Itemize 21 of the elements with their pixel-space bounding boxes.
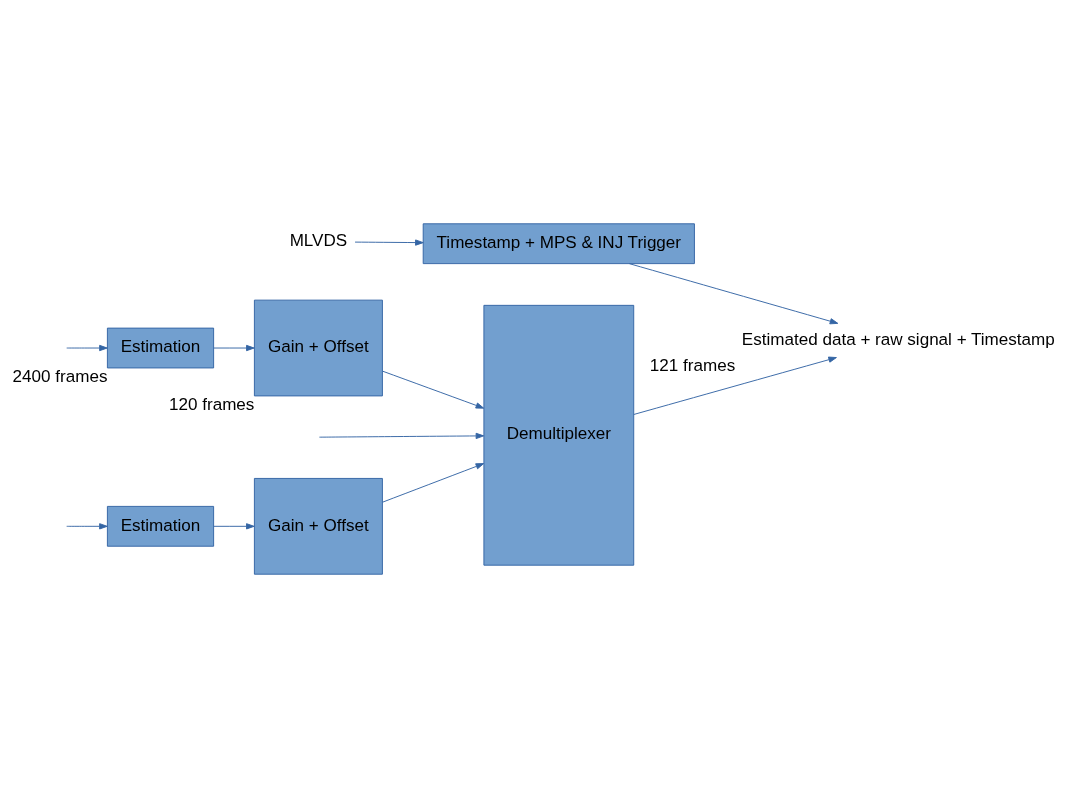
arrow [213,523,255,530]
node-label: 120 frames [169,394,255,414]
node-box: Gain + Offset [253,299,383,397]
node-box: Estimation [106,505,215,547]
arrow [318,432,485,440]
arrow [66,523,108,530]
node-text: Estimated data + raw signal + Timestamp [741,329,1055,349]
arrow [354,239,424,246]
arrow [66,344,108,352]
node-text: MLVDS [289,230,348,250]
arrow [382,370,485,409]
node-box: Demultiplexer [483,304,635,566]
node-label: 121 frames [649,356,736,376]
node-box: Gain + Offset [253,477,383,575]
arrow [213,344,255,352]
arrow [382,463,485,503]
node-box: Estimation [106,327,215,369]
node-box: Timestamp + MPS & INJ Trigger [422,223,695,265]
arrow [633,356,837,415]
arrow [628,263,839,325]
node-label: 2400 frames [12,366,108,386]
